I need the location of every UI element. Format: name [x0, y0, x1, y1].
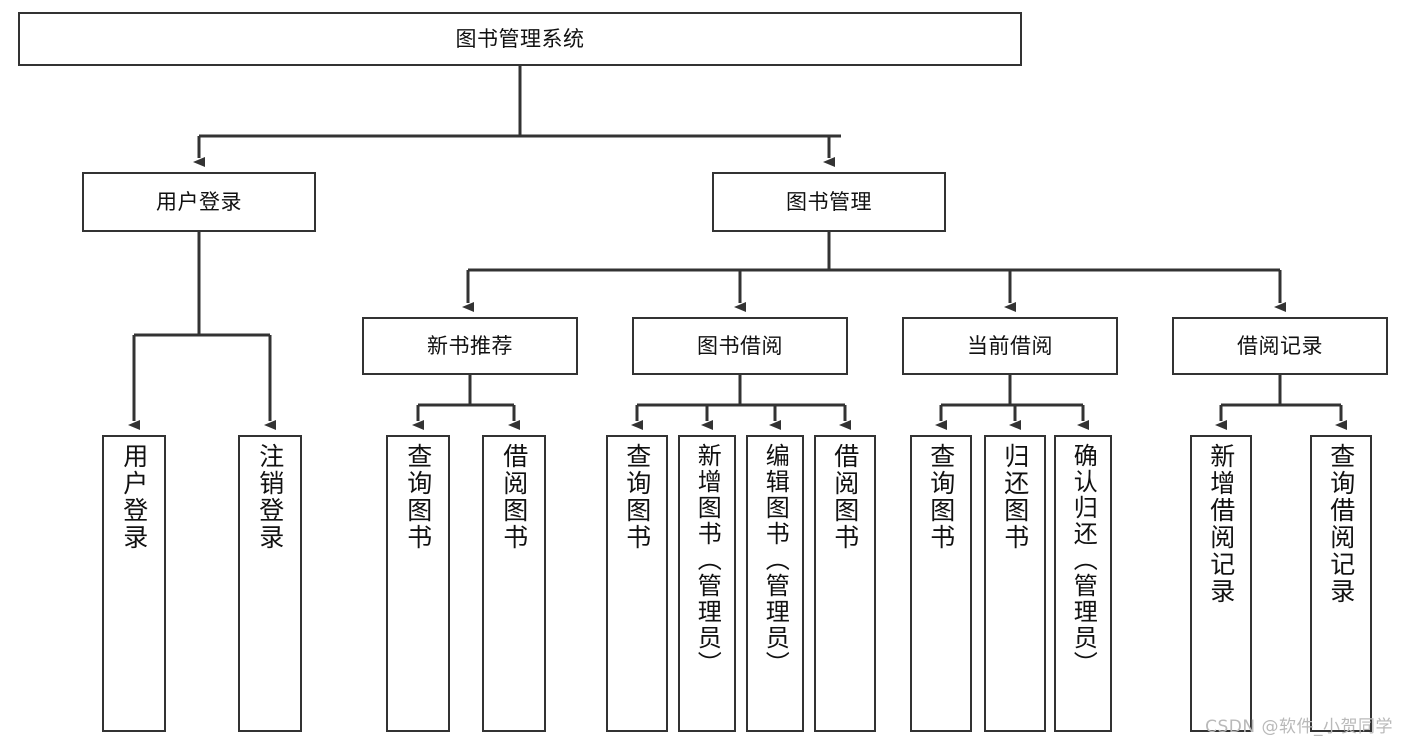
node-leaf-query-book-1-label: 查询图书: [403, 443, 433, 551]
edge-borrowrecord-to-leaves: [1215, 375, 1347, 430]
edge-newbook-to-leaves: [412, 375, 520, 430]
node-user-login-label: 用户登录: [156, 189, 242, 214]
node-leaf-return-book[interactable]: 归还图书: [984, 435, 1046, 732]
node-leaf-query-book-2-label: 查询图书: [622, 443, 652, 551]
node-book-borrow-label: 图书借阅: [697, 333, 783, 358]
node-leaf-add-record-label: 新增借阅记录: [1206, 443, 1236, 605]
node-leaf-user-logout[interactable]: 注销登录: [238, 435, 302, 732]
node-leaf-add-book[interactable]: 新增图书（管理员）: [678, 435, 736, 732]
node-current-borrow[interactable]: 当前借阅: [902, 317, 1118, 375]
node-leaf-add-record[interactable]: 新增借阅记录: [1190, 435, 1252, 732]
node-leaf-edit-book-label: 编辑图书（管理员）: [761, 443, 790, 677]
node-borrow-record-label: 借阅记录: [1237, 333, 1323, 358]
watermark: CSDN @软件_小贺同学: [1205, 717, 1393, 737]
edge-bookborrow-to-leaves: [631, 375, 851, 430]
node-leaf-edit-book[interactable]: 编辑图书（管理员）: [746, 435, 804, 732]
node-book-manage-label: 图书管理: [786, 189, 872, 214]
node-new-book-recommend[interactable]: 新书推荐: [362, 317, 578, 375]
node-book-manage[interactable]: 图书管理: [712, 172, 946, 232]
node-leaf-confirm-return-label: 确认归还（管理员）: [1069, 443, 1098, 677]
node-leaf-user-login-label: 用户登录: [119, 443, 149, 551]
node-leaf-query-book-2[interactable]: 查询图书: [606, 435, 668, 732]
node-leaf-borrow-book-2-label: 借阅图书: [830, 443, 860, 551]
node-leaf-query-book-3-label: 查询图书: [926, 443, 956, 551]
node-leaf-user-login[interactable]: 用户登录: [102, 435, 166, 732]
node-leaf-user-logout-label: 注销登录: [255, 443, 285, 551]
edge-bookmanage-to-level2: [462, 232, 1286, 312]
node-current-borrow-label: 当前借阅: [967, 333, 1053, 358]
node-borrow-record[interactable]: 借阅记录: [1172, 317, 1388, 375]
node-leaf-confirm-return[interactable]: 确认归还（管理员）: [1054, 435, 1112, 732]
node-leaf-query-record-label: 查询借阅记录: [1326, 443, 1356, 605]
node-user-login[interactable]: 用户登录: [82, 172, 316, 232]
node-new-book-recommend-label: 新书推荐: [427, 333, 513, 358]
edge-currentborrow-to-leaves: [935, 375, 1089, 430]
node-leaf-borrow-book-1-label: 借阅图书: [499, 443, 529, 551]
edge-userlogin-to-leaves: [128, 232, 276, 430]
node-leaf-query-book-1[interactable]: 查询图书: [386, 435, 450, 732]
node-leaf-return-book-label: 归还图书: [1000, 443, 1030, 551]
node-leaf-borrow-book-1[interactable]: 借阅图书: [482, 435, 546, 732]
node-leaf-query-record[interactable]: 查询借阅记录: [1310, 435, 1372, 732]
node-root[interactable]: 图书管理系统: [18, 12, 1022, 66]
node-leaf-query-book-3[interactable]: 查询图书: [910, 435, 972, 732]
node-leaf-add-book-label: 新增图书（管理员）: [693, 443, 722, 677]
node-leaf-borrow-book-2[interactable]: 借阅图书: [814, 435, 876, 732]
node-book-borrow[interactable]: 图书借阅: [632, 317, 848, 375]
edge-root-to-level1: [193, 66, 841, 167]
node-root-label: 图书管理系统: [455, 26, 585, 51]
